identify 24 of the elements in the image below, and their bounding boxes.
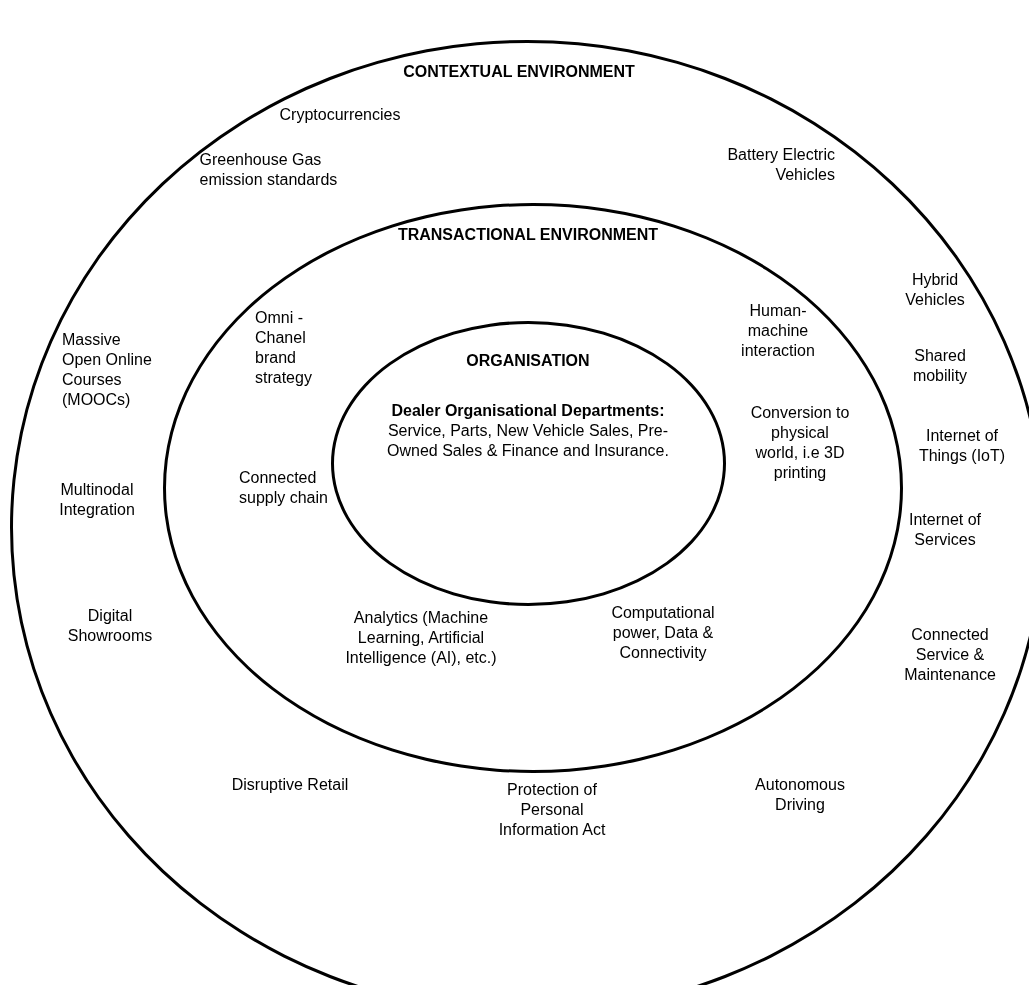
factor-label: Connected Service & Maintenance: [903, 625, 997, 685]
factor-label: Dealer Organisational Departments: Service, Parts, New Vehicle Sales, Pre-Owned Sales & Finance and Insurance.: [386, 401, 670, 461]
factor-label: Computational power, Data & Connectivity: [610, 603, 716, 663]
factor-label: Greenhouse Gas emission standards: [199, 150, 339, 190]
factor-label: Shared mobility: [911, 346, 969, 386]
factor-label: Digital Showrooms: [66, 606, 154, 646]
factor-label: Connected supply chain: [239, 468, 329, 508]
factor-label: Disruptive Retail: [230, 775, 350, 795]
factor-label: Protection of Personal Information Act: [497, 780, 607, 840]
ring-heading: CONTEXTUAL ENVIRONMENT: [402, 62, 636, 82]
ring-heading: TRANSACTIONAL ENVIRONMENT: [396, 225, 660, 245]
factor-label: Human-machine interaction: [740, 301, 816, 361]
factor-label: Hybrid Vehicles: [904, 270, 966, 310]
factor-label: Cryptocurrencies: [278, 105, 402, 125]
factor-label: Analytics (Machine Learning, Artificial Intelligence (AI), etc.): [344, 608, 498, 668]
factor-label: Omni - Chanel brand strategy: [255, 308, 313, 388]
factor-label: Internet of Things (IoT): [917, 426, 1007, 466]
ring-heading: ORGANISATION: [465, 351, 591, 371]
factor-label: Autonomous Driving: [754, 775, 846, 815]
factor-label: Battery Electric Vehicles: [726, 145, 835, 185]
factor-label: Conversion to physical world, i.e 3D printing: [750, 403, 850, 483]
factor-label: Massive Open Online Courses (MOOCs): [62, 330, 153, 410]
factor-label: Internet of Services: [907, 510, 982, 550]
factor-label: Multinodal Integration: [58, 480, 136, 520]
